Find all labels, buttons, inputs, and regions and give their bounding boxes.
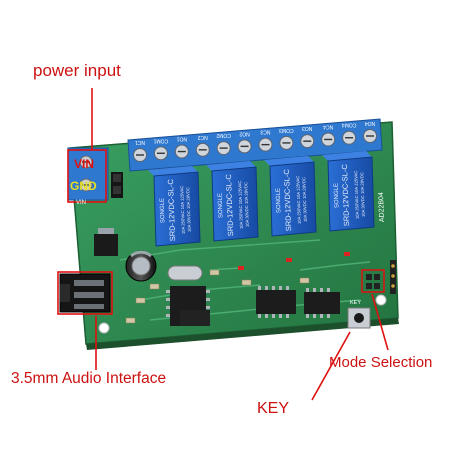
terminal-label: NO4 (365, 120, 376, 126)
voltage-regulator (94, 228, 118, 256)
relay-body (153, 171, 201, 247)
key-button (347, 307, 371, 329)
key-label: KEY (257, 400, 290, 417)
power-jumper (111, 172, 123, 198)
board-model-label: AD22B04 (378, 192, 386, 222)
output-terminal-block (127, 118, 383, 172)
vin-silk-label: VIN (76, 200, 86, 206)
vin-label: VIN (74, 157, 94, 171)
electrolytic-capacitor (125, 250, 157, 282)
terminal-label: NC3 (260, 129, 270, 135)
audio-interface-label: 3.5mm Audio Interface (11, 370, 167, 387)
mount-hole (98, 322, 110, 334)
relay-body (211, 166, 259, 242)
relay-marking-text: 10A 250VAC 10A 125VAC (353, 171, 360, 220)
relay-top-face (206, 161, 256, 171)
callout-lines (91, 88, 389, 401)
relay-marking-text: SONGLE (334, 183, 341, 208)
audio-jack-highlight-box (57, 271, 113, 315)
terminal-label: COM1 (153, 137, 168, 143)
relay-marking-text: 10A 30VDC 10A 28VDC (185, 187, 192, 232)
terminal-label: NO2 (239, 130, 250, 136)
relay-marking-text: SONGLE (160, 198, 167, 223)
relay-body (269, 161, 317, 237)
smd-components (125, 269, 310, 324)
mode-selection-header (361, 269, 385, 293)
audio-jack (57, 271, 113, 315)
ic-chip-4 (180, 310, 210, 326)
terminal-label: COM2 (216, 132, 231, 138)
relay-marking-text: SRD-12VDC-SL-C (166, 178, 177, 241)
gnd-label: GND (70, 179, 97, 193)
side-header-pins (390, 260, 396, 294)
relay-marking-text: 10A 250VAC 10A 125VAC (295, 176, 302, 225)
terminal-label: COM4 (342, 122, 357, 128)
power-input-highlight-box (67, 149, 107, 203)
crystal-oscillator (167, 265, 203, 281)
key-callout-line (311, 331, 351, 401)
relay-marking-text: 10A 250VAC 10A 125VAC (179, 186, 186, 235)
relay-top-face (148, 166, 198, 176)
terminal-label: NC2 (198, 134, 208, 140)
ic-chip-2 (256, 286, 296, 318)
relay-marking-text: 10A 30VDC 10A 28VDC (301, 177, 308, 222)
relay-marking-text: 10A 30VDC 10A 28VDC (359, 172, 366, 217)
relay-top-face (322, 151, 372, 161)
key-silk-label: KEY (350, 300, 361, 306)
relay-marking-text: SRD-12VDC-SL-C (282, 168, 293, 231)
terminal-label: NC1 (135, 139, 145, 145)
ic-chip-3 (304, 288, 340, 318)
relay-marking-text: SRD-12VDC-SL-C (224, 173, 235, 236)
terminal-label: NC4 (323, 123, 333, 129)
relay-body (327, 156, 375, 232)
relay-marking-text: 10A 30VDC 10A 28VDC (243, 182, 250, 227)
mode-callout-line (371, 293, 389, 351)
terminal-label: COM3 (279, 127, 294, 133)
mode-selection-label: Mode Selection (329, 354, 433, 371)
led-indicators (238, 252, 350, 270)
relay-top-face (264, 156, 314, 166)
terminal-label: NO1 (176, 136, 187, 142)
relay-marking-text: 10A 250VAC 10A 125VAC (237, 181, 244, 230)
power-input-terminal (67, 147, 109, 203)
terminal-label: NO3 (302, 125, 313, 131)
mount-hole (375, 294, 387, 306)
relay-marking-text: SONGLE (276, 188, 283, 213)
relay-marking-text: SONGLE (218, 193, 225, 218)
power-input-label: power input (33, 61, 121, 80)
relay-marking-text: SRD-12VDC-SL-C (340, 163, 351, 226)
